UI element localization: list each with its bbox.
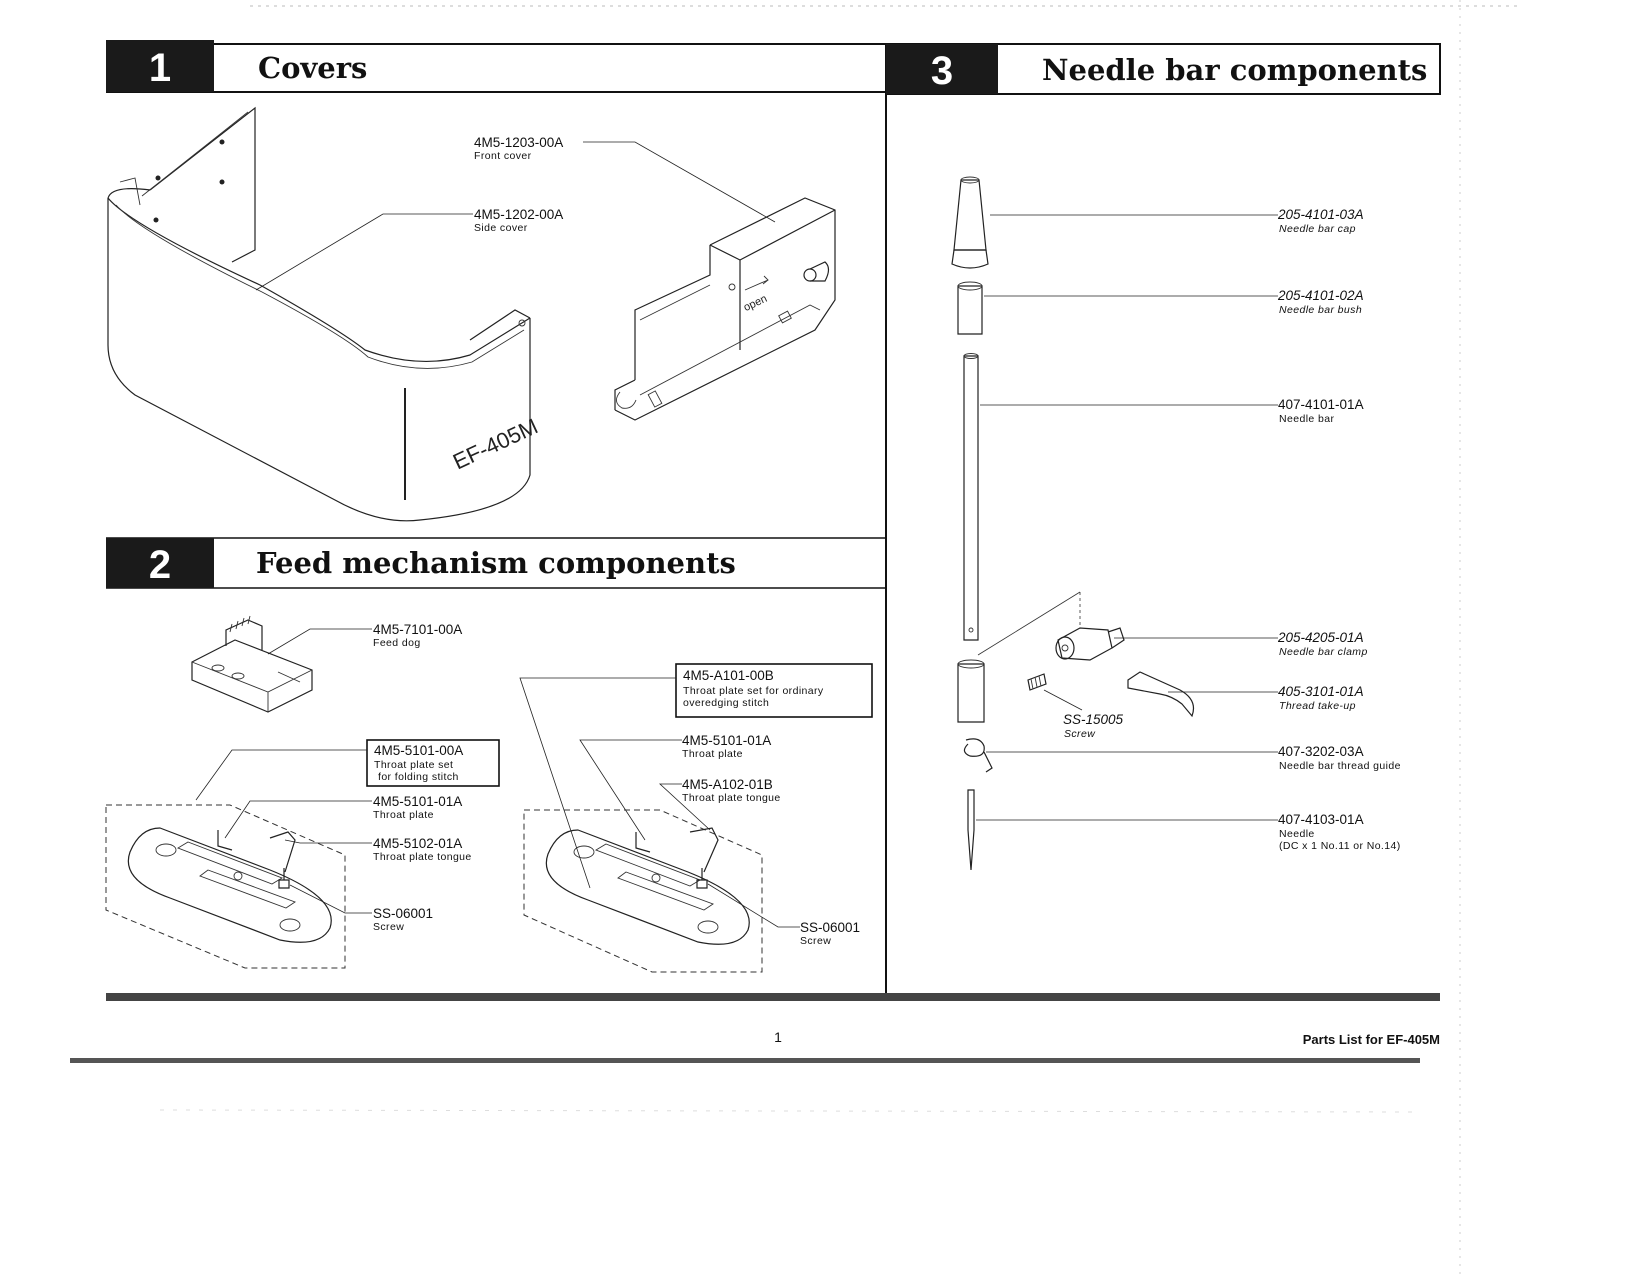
- set-folding-screw-number: SS-06001: [373, 906, 433, 921]
- section-1-number: 1: [149, 46, 171, 90]
- part-number-feed-dog: 4M5-7101-00A: [373, 622, 462, 637]
- set-ordinary-screw-name: Screw: [800, 935, 831, 947]
- page-frame: [70, 44, 1440, 1063]
- set-ordinary-name-2: overedging stitch: [683, 697, 769, 709]
- part-number-thread-take-up: 405-3101-01A: [1278, 684, 1364, 699]
- part-number-needle: 407-4103-01A: [1278, 812, 1364, 827]
- section-1-header: 1 Covers: [106, 40, 886, 92]
- set-folding-number: 4M5-5101-00A: [374, 743, 463, 758]
- throat-plate-set-folding-drawing: [105, 804, 346, 969]
- section-3-number: 3: [931, 49, 953, 93]
- section-2-header: 2 Feed mechanism components: [106, 538, 736, 588]
- part-name-screw: Screw: [1064, 728, 1096, 740]
- side-cover-drawing: EF-405M: [107, 106, 542, 522]
- part-number-side-cover: 4M5-1202-00A: [474, 207, 563, 222]
- set-ordinary-number: 4M5-A101-00B: [683, 668, 774, 683]
- set-folding-plate-name: Throat plate: [373, 809, 434, 821]
- section-2-title: Feed mechanism components: [256, 546, 736, 580]
- section-2-number: 2: [149, 543, 171, 587]
- part-number-needle-bar-clamp: 205-4205-01A: [1277, 630, 1364, 645]
- part-number-thread-guide: 407-3202-03A: [1278, 744, 1364, 759]
- needle-bar-assembly-drawing: [951, 176, 1195, 871]
- needle-bar-callouts: 205-4101-03A Needle bar cap 205-4101-02A…: [976, 207, 1401, 852]
- feed-dog-drawing: [191, 615, 313, 713]
- throat-plate-set-folding-callouts: 4M5-5101-00A Throat plate set for foldin…: [195, 739, 500, 933]
- covers-callouts: 4M5-1203-00A Front cover 4M5-1202-00A Si…: [255, 135, 776, 291]
- feed-dog-callout: 4M5-7101-00A Feed dog: [267, 622, 462, 655]
- set-ordinary-plate-number: 4M5-5101-01A: [682, 733, 771, 748]
- front-cover-drawing: open: [614, 197, 836, 421]
- set-ordinary-plate-name: Throat plate: [682, 748, 743, 760]
- part-note-needle: (DC x 1 No.11 or No.14): [1279, 840, 1401, 852]
- part-name-needle: Needle: [1279, 828, 1315, 840]
- part-name-needle-bar-bush: Needle bar bush: [1279, 304, 1362, 316]
- throat-plate-set-ordinary-drawing: [523, 809, 763, 973]
- part-number-needle-bar-cap: 205-4101-03A: [1277, 207, 1364, 222]
- set-folding-name-1: Throat plate set: [374, 759, 453, 771]
- set-folding-plate-number: 4M5-5101-01A: [373, 794, 462, 809]
- model-stamp: EF-405M: [449, 414, 542, 475]
- part-name-needle-bar-clamp: Needle bar clamp: [1279, 646, 1368, 658]
- set-ordinary-tongue-number: 4M5-A102-01B: [682, 777, 773, 792]
- section-1-title: Covers: [258, 51, 367, 85]
- part-number-screw: SS-15005: [1063, 712, 1124, 727]
- part-name-thread-take-up: Thread take-up: [1279, 700, 1356, 712]
- part-name-needle-bar: Needle bar: [1279, 413, 1334, 425]
- set-folding-screw-name: Screw: [373, 921, 404, 933]
- section-3-header: 3 Needle bar components: [885, 43, 1441, 95]
- part-name-feed-dog: Feed dog: [373, 637, 421, 649]
- set-ordinary-tongue-name: Throat plate tongue: [682, 792, 781, 804]
- part-number-front-cover: 4M5-1203-00A: [474, 135, 563, 150]
- part-name-front-cover: Front cover: [474, 150, 532, 162]
- set-folding-name-2: for folding stitch: [378, 771, 459, 783]
- page-footer: 1 Parts List for EF-405M: [774, 1029, 1440, 1047]
- part-number-needle-bar: 407-4101-01A: [1278, 397, 1364, 412]
- set-ordinary-name-1: Throat plate set for ordinary: [683, 685, 824, 697]
- throat-plate-set-ordinary-callouts: 4M5-A101-00B Throat plate set for ordina…: [519, 663, 873, 947]
- section-3-title: Needle bar components: [1042, 53, 1427, 87]
- part-name-side-cover: Side cover: [474, 222, 528, 234]
- part-name-needle-bar-cap: Needle bar cap: [1279, 223, 1356, 235]
- part-number-needle-bar-bush: 205-4101-02A: [1277, 288, 1364, 303]
- footer-title: Parts List for EF-405M: [1303, 1032, 1440, 1047]
- set-folding-tongue-number: 4M5-5102-01A: [373, 836, 462, 851]
- set-ordinary-screw-number: SS-06001: [800, 920, 860, 935]
- set-folding-tongue-name: Throat plate tongue: [373, 851, 472, 863]
- part-name-thread-guide: Needle bar thread guide: [1279, 760, 1401, 772]
- page-number: 1: [774, 1029, 782, 1045]
- open-label: open: [742, 293, 769, 314]
